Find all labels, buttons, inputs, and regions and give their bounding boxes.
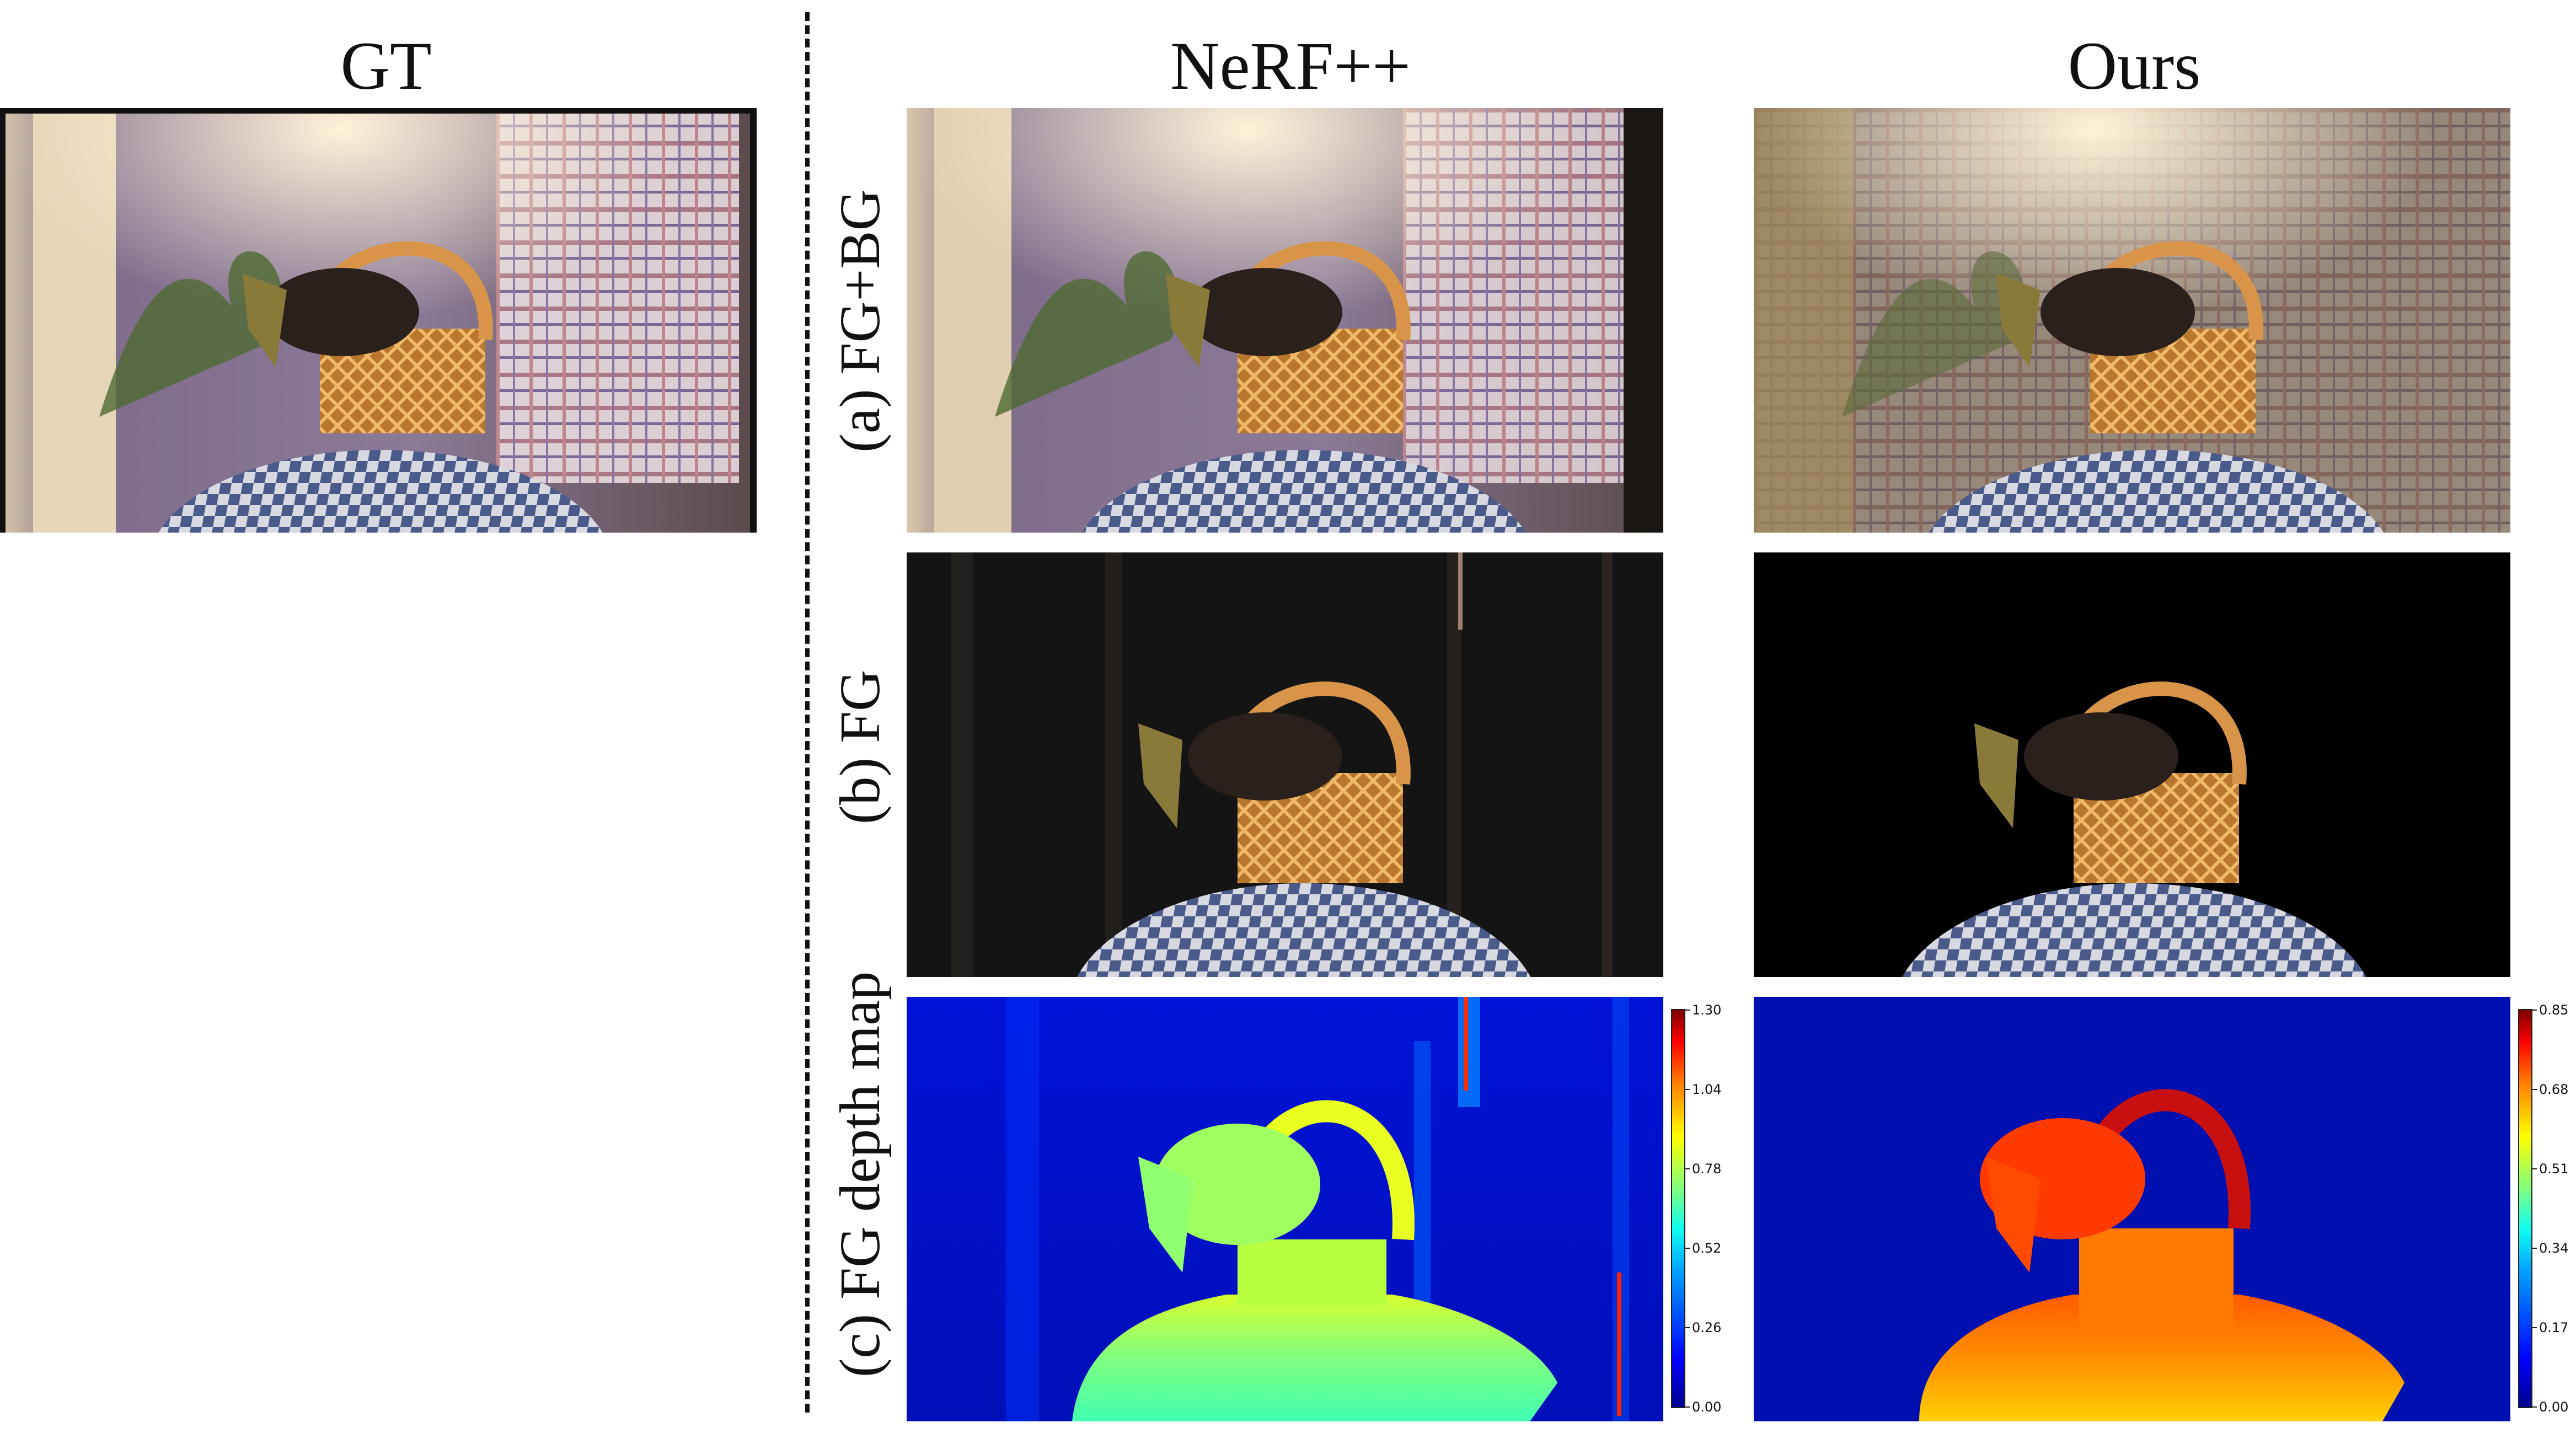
dashed-divider xyxy=(805,12,810,1413)
ours-tick-label: 0.17 xyxy=(2532,1320,2569,1335)
gt-image xyxy=(0,108,757,533)
nerf-fg-bg-image xyxy=(907,108,1663,533)
column-title-gt: GT xyxy=(340,28,432,104)
ours-tick-label: 0.00 xyxy=(2532,1399,2569,1415)
nerf-depth-colorbar xyxy=(1671,1009,1685,1408)
column-title-ours: Ours xyxy=(2068,28,2201,104)
ours-fg-bg-image xyxy=(1754,108,2510,533)
nerf-tick-label: 1.04 xyxy=(1685,1082,1722,1097)
nerf-tick-label: 0.78 xyxy=(1685,1161,1722,1177)
row-label-fg-bg: (a) FG+BG xyxy=(828,189,892,453)
nerf-depth-map xyxy=(907,997,1663,1421)
row-label-fg: (b) FG xyxy=(828,669,892,825)
nerf-tick-label: 1.30 xyxy=(1685,1002,1722,1018)
row-label-fg-depth-map: (c) FG depth map xyxy=(828,971,892,1378)
ours-depth-colorbar xyxy=(2518,1009,2532,1408)
nerf-fg-image xyxy=(907,552,1663,977)
ours-fg-image xyxy=(1754,552,2510,977)
column-title-nerf: NeRF++ xyxy=(1170,28,1411,104)
nerf-tick-label: 0.26 xyxy=(1685,1320,1722,1335)
ours-depth-map xyxy=(1754,997,2510,1421)
ours-tick-label: 0.34 xyxy=(2532,1241,2569,1256)
ours-tick-label: 0.85 xyxy=(2532,1002,2569,1018)
ours-tick-label: 0.68 xyxy=(2532,1082,2569,1097)
ours-tick-label: 0.51 xyxy=(2532,1161,2569,1177)
nerf-tick-label: 0.52 xyxy=(1685,1241,1722,1256)
nerf-tick-label: 0.00 xyxy=(1685,1399,1722,1415)
